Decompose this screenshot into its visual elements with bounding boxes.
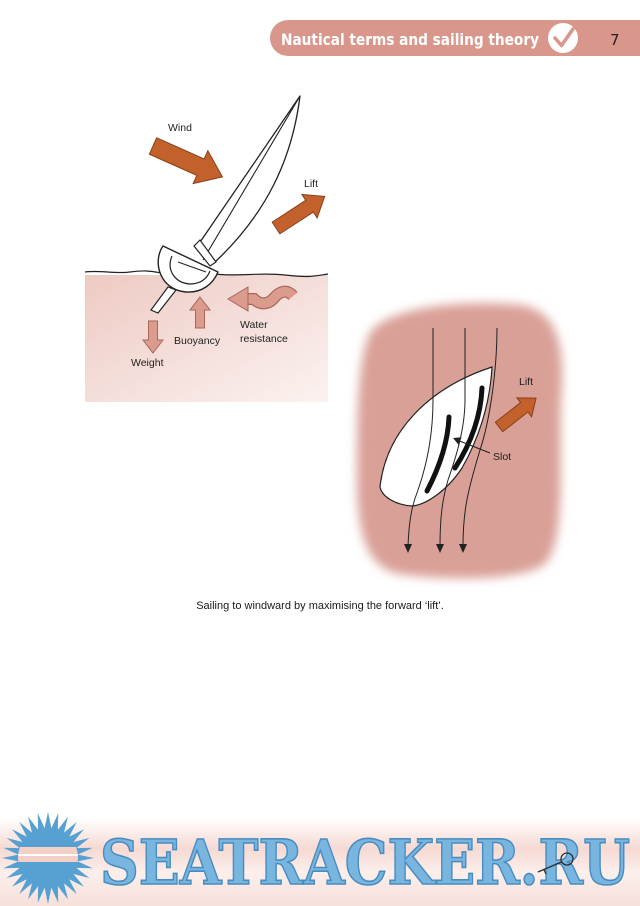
water-resistance-arrow [227,285,298,312]
slot-pointer [453,437,491,454]
boat-hull-plan [379,366,493,507]
check-circle-icon [548,23,578,53]
lift-arrow [494,397,537,433]
slot-effect-diagram: Slot Lift [357,303,563,579]
heeling-dinghy-diagram: Wind Lift Buoyancy Weight Water resistan… [84,95,329,402]
jib-sail [424,414,452,494]
wind-arrow [148,137,224,185]
label-weight: Weight [131,357,164,369]
waterline [84,270,329,278]
sun-icon [2,812,94,904]
cockpit [169,255,211,285]
watermark-band [0,818,640,906]
label-buoyancy: Buoyancy [174,335,221,347]
label-lift: Lift [304,178,318,190]
section-header: Nautical terms and sailing theory 7 [270,20,640,56]
header-band [270,20,640,56]
watermark: SEATRACKER.RU [0,812,640,906]
key-icon [537,852,574,875]
weight-arrow [141,320,165,354]
label-lift: Lift [519,376,533,388]
buoyancy-arrow [188,296,212,329]
mast [202,95,301,261]
label-slot: Slot [493,451,511,463]
main-sail [452,385,485,471]
airflow-lines [407,327,498,547]
thwart [177,261,207,273]
streamline-arrowhead [436,544,444,553]
figure-caption: Sailing to windward by maximising the fo… [196,600,444,612]
centreboard [150,286,177,314]
section-title: Nautical terms and sailing theory [281,30,539,49]
streamline [439,328,466,547]
streamline [407,328,434,547]
page-number: 7 [610,31,620,49]
streamline [462,327,498,547]
streamline-arrowhead [459,544,467,553]
lift-arrow [271,193,326,235]
sail [195,95,301,263]
label-wind: Wind [168,122,192,134]
watermark-text: SEATRACKER.RU [100,826,630,899]
streamline-arrowhead [404,544,412,553]
label-water-resistance-line2: resistance [240,333,288,345]
label-water-resistance-line1: Water [240,319,268,331]
sail-foot [193,239,217,267]
streamline-arrowheads [404,544,467,553]
